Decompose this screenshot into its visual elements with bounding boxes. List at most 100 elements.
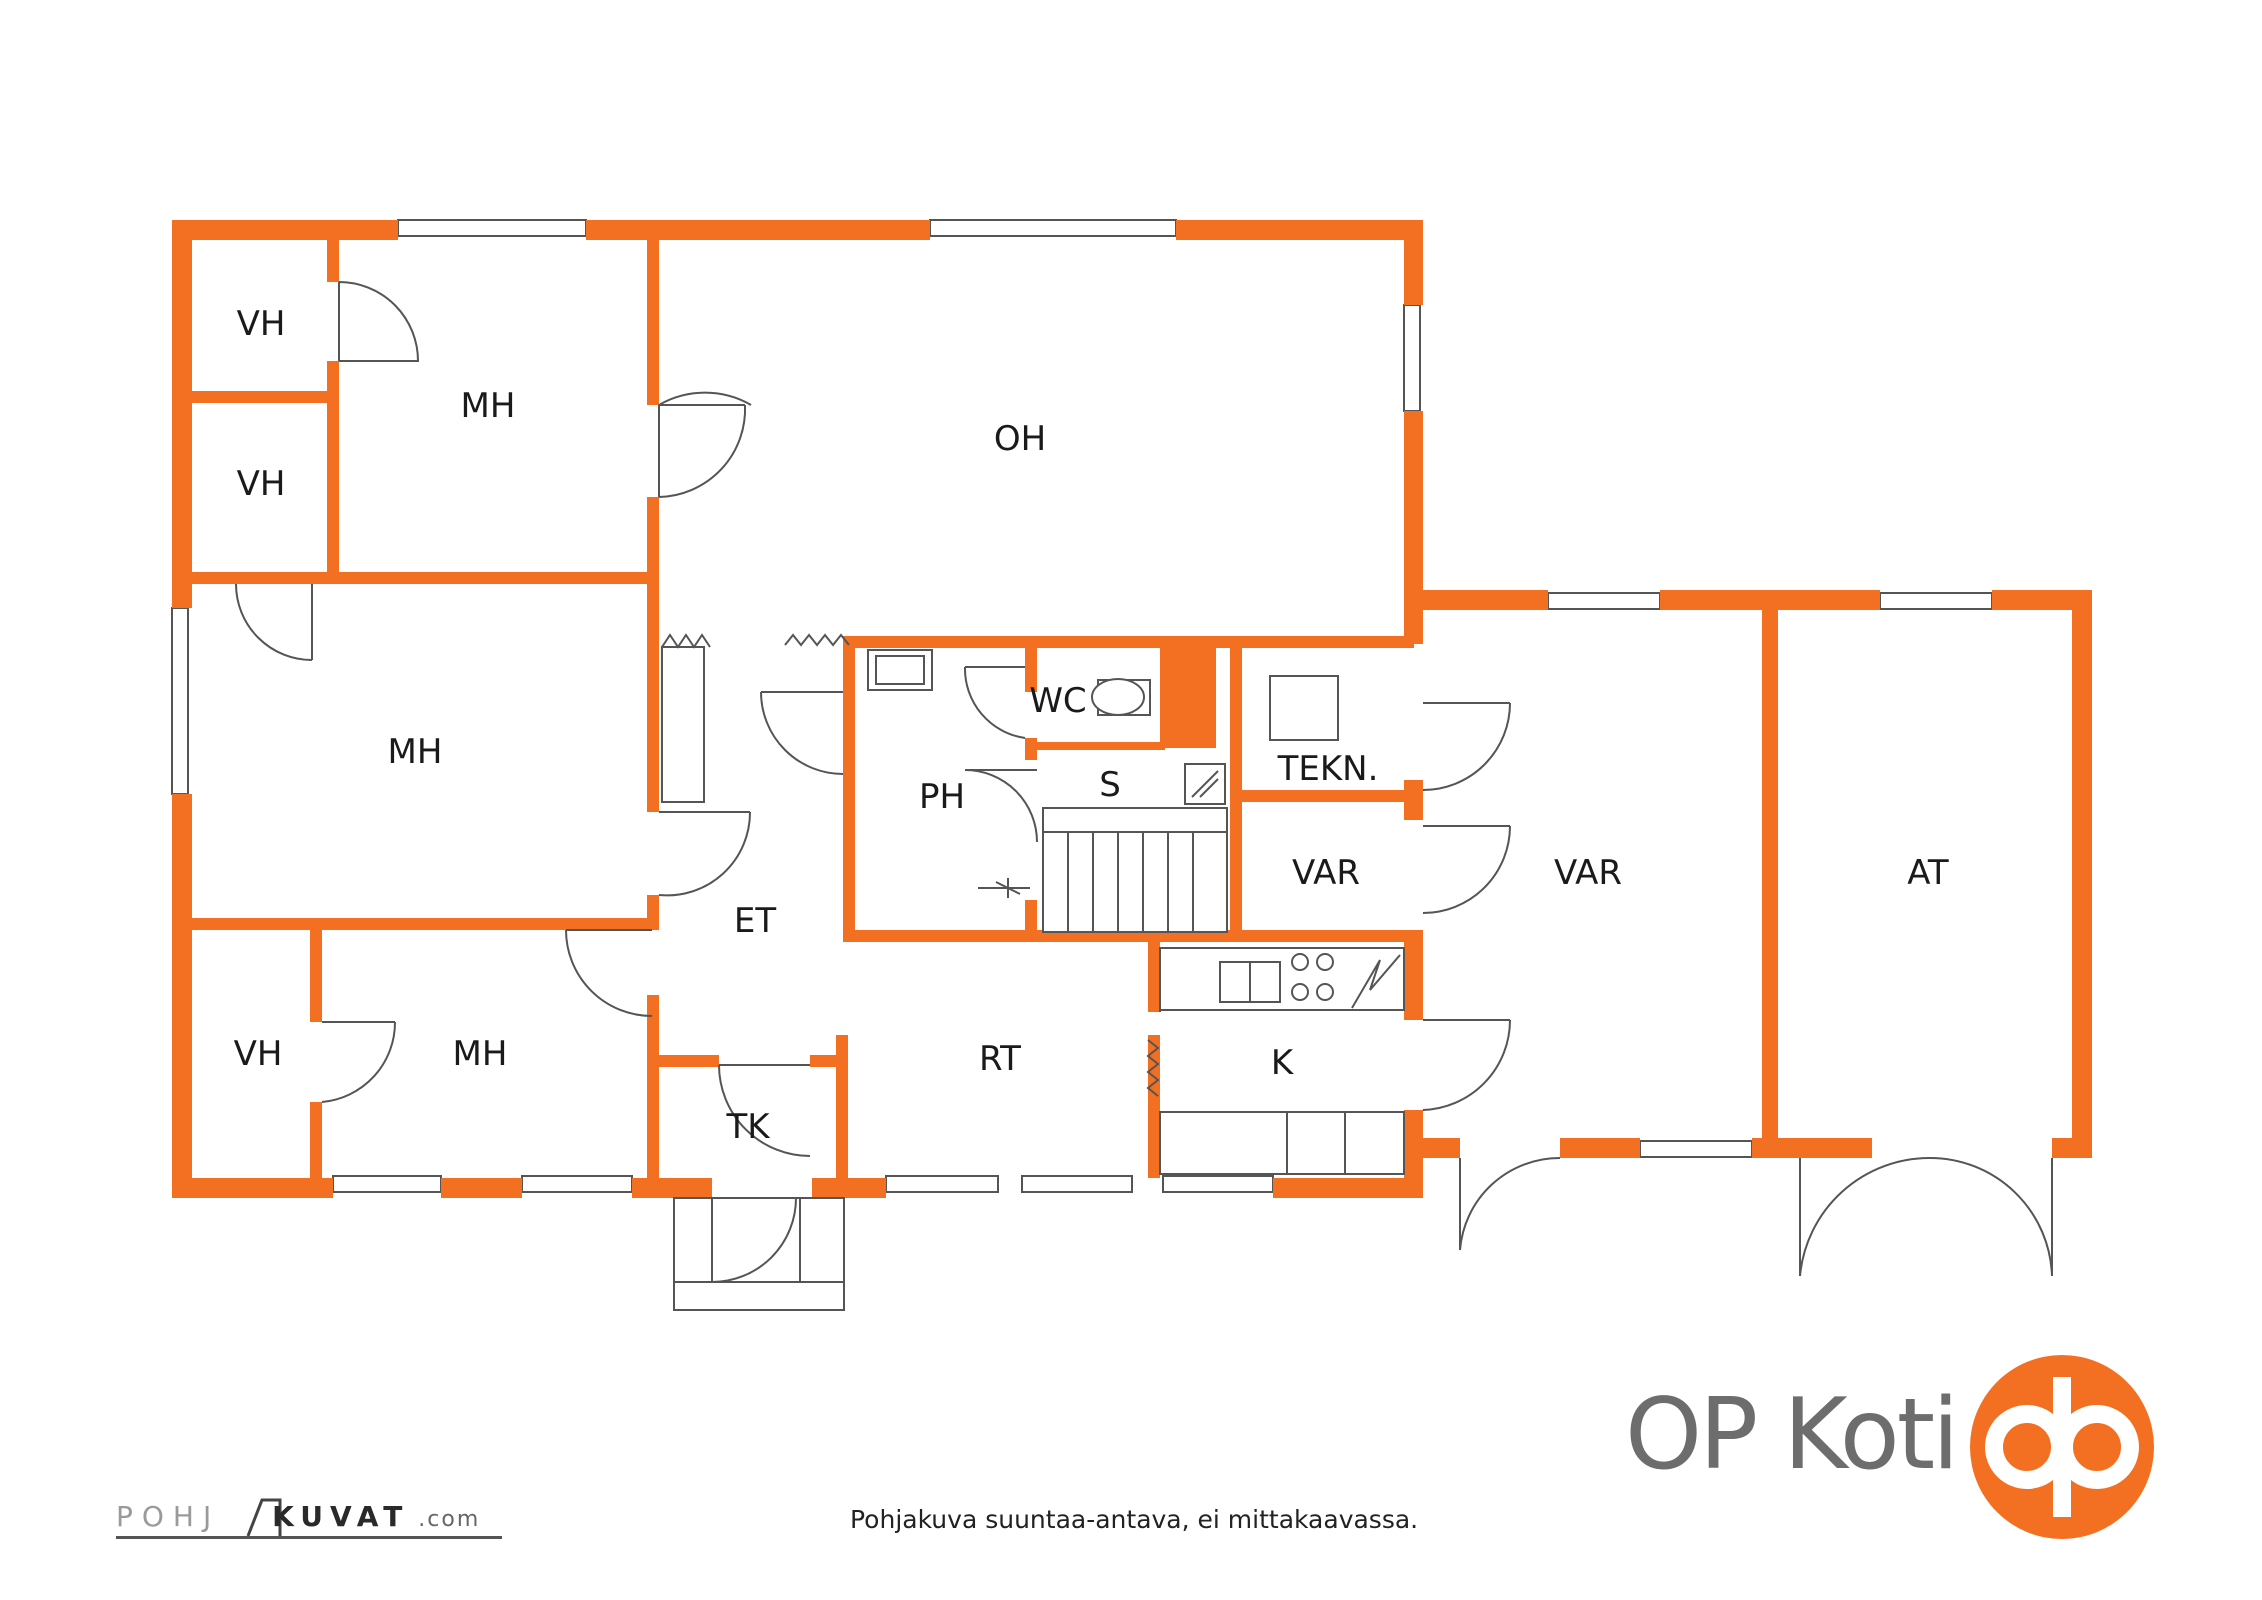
window — [171, 607, 189, 795]
watermark-left: POHJ — [116, 1500, 221, 1533]
zigzag — [784, 633, 850, 647]
wall — [172, 794, 192, 1198]
door — [711, 1197, 797, 1283]
wall — [1037, 742, 1165, 750]
door — [963, 666, 1026, 739]
brand-name: OP Koti — [1625, 1378, 1959, 1492]
window — [397, 219, 587, 237]
wall — [2072, 590, 2092, 1158]
wall — [1404, 590, 1548, 610]
sink-basin — [875, 655, 925, 685]
wall — [327, 361, 339, 572]
window — [885, 1175, 999, 1193]
wall — [632, 1178, 712, 1198]
doors — [235, 281, 2053, 1311]
door — [1422, 825, 1511, 914]
watermark-suffix: .com — [418, 1507, 481, 1532]
wall — [327, 240, 339, 282]
door — [658, 811, 752, 897]
room-label-var-small: VAR — [1292, 853, 1360, 893]
wall — [441, 1178, 522, 1198]
room-label-s: S — [1099, 765, 1121, 805]
zigzag — [661, 633, 711, 649]
window — [1879, 592, 1993, 610]
door — [658, 404, 747, 498]
wall — [172, 220, 398, 240]
door — [964, 769, 1038, 843]
door — [658, 391, 752, 497]
room-label-oh: OH — [994, 419, 1046, 459]
window — [1547, 592, 1661, 610]
wall — [192, 391, 339, 403]
wall — [1404, 1110, 1423, 1198]
room-label-at: AT — [1907, 853, 1949, 893]
wall — [659, 1055, 719, 1067]
window — [332, 1175, 442, 1193]
wall — [172, 1178, 333, 1198]
room-label-mh-middle: MH — [388, 732, 443, 772]
wall — [586, 220, 930, 240]
door — [321, 1021, 397, 1103]
room-label-mh-top: MH — [461, 386, 516, 426]
wall — [1025, 738, 1037, 760]
door — [1459, 1156, 1561, 1251]
room-label-tk: TK — [725, 1107, 771, 1147]
shower-icon — [978, 878, 1030, 898]
wall — [843, 930, 1414, 942]
room-label-vh-top: VH — [237, 304, 286, 344]
window — [1162, 1175, 1274, 1193]
window — [521, 1175, 633, 1193]
room-label-wc: WC — [1029, 681, 1086, 721]
walls — [172, 220, 2092, 1198]
room-label-mh-bottom: MH — [453, 1034, 508, 1074]
wall — [310, 1102, 322, 1178]
stairs — [1042, 807, 1228, 933]
room-label-tekn: TEKN. — [1277, 749, 1379, 789]
room-label-vh-mid: VH — [237, 464, 286, 504]
wall — [812, 1178, 886, 1198]
wall — [312, 572, 324, 584]
wall — [1176, 220, 1423, 240]
hob-ring — [1291, 953, 1309, 971]
wall — [1404, 780, 1423, 820]
window — [1403, 304, 1421, 412]
window — [1639, 1140, 1753, 1158]
door — [1799, 1156, 1931, 1277]
zigzag — [1146, 1039, 1160, 1097]
wall — [1660, 590, 1880, 610]
wall — [172, 220, 192, 608]
door — [718, 1064, 811, 1157]
boiler-icon — [1269, 675, 1339, 741]
wall — [843, 636, 855, 939]
watermark-underline — [116, 1536, 502, 1539]
wall — [1242, 790, 1414, 802]
wall — [192, 572, 652, 584]
wall — [647, 612, 659, 812]
door — [338, 281, 420, 362]
room-label-et: ET — [734, 901, 776, 941]
wall — [1404, 411, 1423, 644]
door — [565, 929, 653, 1017]
window — [929, 219, 1177, 237]
wall — [647, 995, 659, 1178]
hob-ring — [1316, 953, 1334, 971]
wall — [1560, 1138, 1640, 1158]
wardrobe — [661, 646, 705, 803]
wall — [1404, 220, 1423, 305]
wall — [647, 895, 659, 925]
op-logo-icon — [1970, 1355, 2154, 1539]
kitchen-counter — [1159, 947, 1405, 1011]
watermark-right: KUVAT — [272, 1500, 410, 1533]
toilet-icon — [1091, 678, 1145, 716]
watermark-arch-icon — [246, 1498, 282, 1537]
wall — [1752, 1138, 1872, 1158]
door — [1422, 1019, 1511, 1111]
wall — [1273, 1178, 1423, 1198]
wall — [1423, 1138, 1460, 1158]
watermark-logo: POHJ KUVAT .com — [116, 1500, 480, 1533]
room-label-var-large: VAR — [1554, 853, 1622, 893]
disclaimer-text: Pohjakuva suuntaa-antava, ei mittakaavas… — [850, 1505, 1419, 1534]
room-label-ph: PH — [919, 777, 965, 817]
room-label-k: K — [1271, 1043, 1295, 1083]
